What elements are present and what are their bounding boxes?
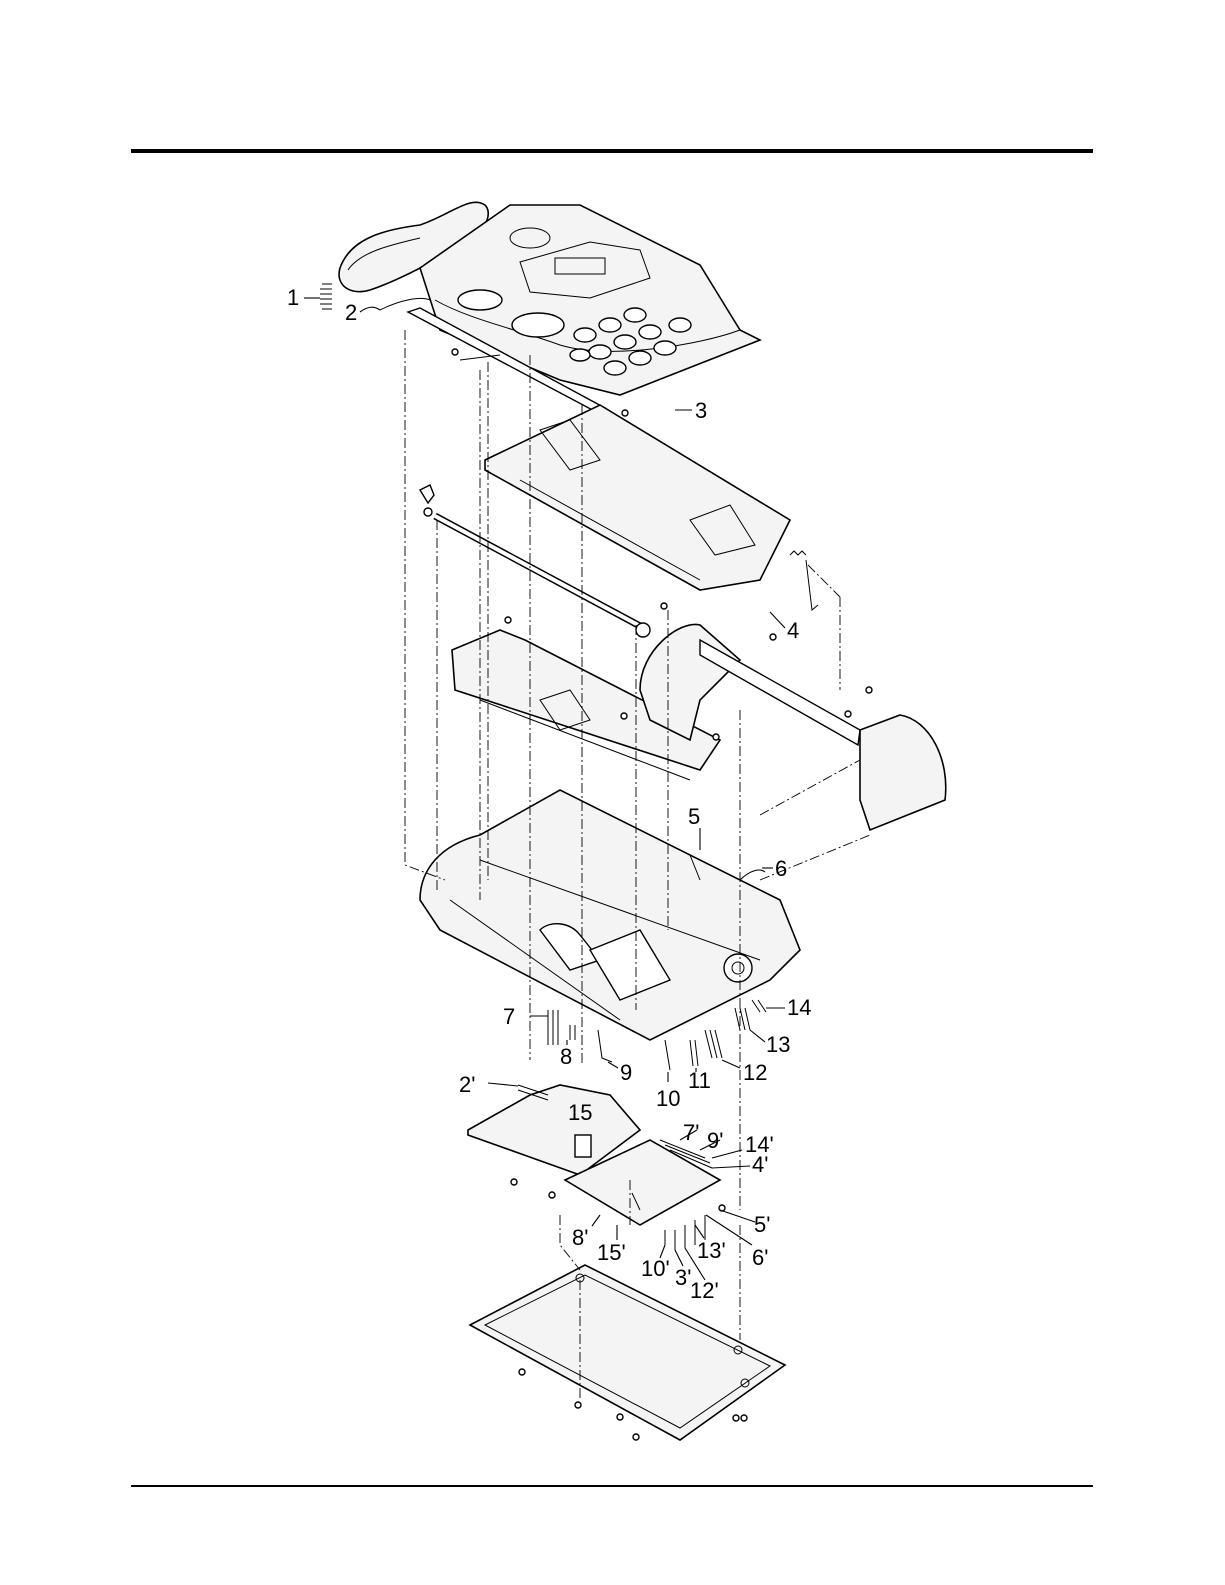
main-chassis — [420, 790, 800, 1040]
callout-9: 9 — [620, 1060, 632, 1085]
callout-7: 7 — [503, 1004, 515, 1029]
callout-8-prime: 8' — [572, 1225, 588, 1250]
document-guide-tray — [485, 405, 790, 590]
callout-3-prime: 3' — [675, 1265, 691, 1290]
callout-14: 14 — [787, 995, 811, 1020]
roller-bushing — [420, 485, 434, 503]
callout-5: 5 — [688, 804, 700, 829]
callout-2-prime: 2' — [459, 1072, 475, 1097]
callout-5-prime: 5' — [754, 1212, 770, 1237]
callout-12: 12 — [743, 1060, 767, 1085]
callout-4-prime: 4' — [752, 1152, 768, 1177]
callout-10-prime: 10' — [641, 1256, 670, 1281]
callout-4: 4 — [787, 618, 799, 643]
callout-15-prime: 15' — [597, 1240, 626, 1265]
callout-7-prime: 7' — [683, 1120, 699, 1145]
callout-1: 1 — [287, 285, 299, 310]
tension-spring — [790, 551, 818, 610]
callout-10: 10 — [656, 1086, 680, 1111]
callout-13-prime: 13' — [697, 1238, 726, 1263]
line-cord — [380, 298, 430, 310]
callout-15: 15 — [568, 1100, 592, 1125]
callout-3: 3 — [695, 398, 707, 423]
bottom-cover — [470, 1265, 785, 1440]
callout-6-prime: 6' — [752, 1245, 768, 1270]
callout-11: 11 — [688, 1068, 711, 1093]
handset-coil-cord — [320, 284, 332, 309]
callout-8: 8 — [560, 1044, 572, 1069]
paper-support-frame — [640, 624, 946, 830]
callout-13: 13 — [766, 1032, 790, 1057]
operation-panel-cover — [420, 205, 760, 395]
callout-9-prime: 9' — [707, 1128, 723, 1153]
callout-6: 6 — [775, 856, 787, 881]
callout-2: 2 — [345, 300, 357, 325]
callout-12-prime: 12' — [690, 1278, 719, 1303]
